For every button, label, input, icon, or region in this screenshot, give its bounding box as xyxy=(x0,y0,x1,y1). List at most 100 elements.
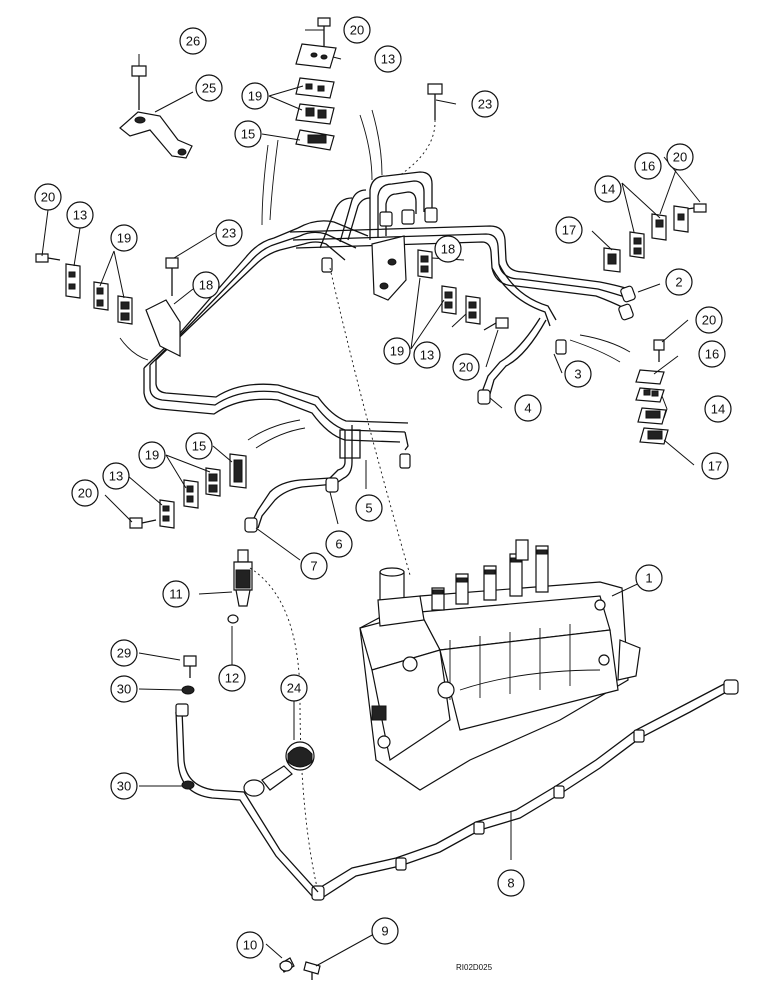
svg-text:1: 1 xyxy=(645,571,652,586)
callout-19: 19 xyxy=(110,224,138,252)
svg-text:23: 23 xyxy=(478,97,492,112)
callout-30: 30 xyxy=(110,675,138,703)
svg-text:18: 18 xyxy=(441,242,455,257)
svg-text:7: 7 xyxy=(310,559,317,574)
clamps-top xyxy=(119,17,443,301)
svg-text:6: 6 xyxy=(335,537,342,552)
svg-text:19: 19 xyxy=(390,344,404,359)
svg-text:30: 30 xyxy=(117,779,131,794)
callout-14: 14 xyxy=(704,395,732,423)
callout-23: 23 xyxy=(471,90,499,118)
injection-lines xyxy=(119,109,636,533)
svg-text:20: 20 xyxy=(78,486,92,501)
callout-19: 19 xyxy=(241,82,269,110)
callout-9: 9 xyxy=(371,917,399,945)
callout-25: 25 xyxy=(195,74,223,102)
callout-13: 13 xyxy=(374,45,402,73)
callout-4: 4 xyxy=(514,394,542,422)
callout-20: 20 xyxy=(695,306,723,334)
svg-text:19: 19 xyxy=(248,89,262,104)
leader-lines xyxy=(41,29,701,967)
callout-10: 10 xyxy=(236,931,264,959)
svg-text:17: 17 xyxy=(708,459,722,474)
svg-text:16: 16 xyxy=(705,347,719,362)
callout-24: 24 xyxy=(280,674,308,702)
callout-3: 3 xyxy=(564,360,592,388)
svg-text:16: 16 xyxy=(641,159,655,174)
callout-11: 11 xyxy=(162,580,190,608)
svg-text:24: 24 xyxy=(287,681,301,696)
svg-text:30: 30 xyxy=(117,682,131,697)
callouts: 26 25 20 13 19 15 23 20 13 19 23 18 16 2… xyxy=(34,16,732,959)
svg-text:5: 5 xyxy=(365,501,372,516)
callout-6: 6 xyxy=(325,530,353,558)
svg-text:23: 23 xyxy=(222,226,236,241)
svg-text:20: 20 xyxy=(459,360,473,375)
return-lines xyxy=(175,655,739,980)
callout-20: 20 xyxy=(34,183,62,211)
svg-text:25: 25 xyxy=(202,81,216,96)
callout-20: 20 xyxy=(343,16,371,44)
svg-text:4: 4 xyxy=(524,401,531,416)
clamps-right xyxy=(417,203,707,445)
svg-text:15: 15 xyxy=(241,127,255,142)
callout-14: 14 xyxy=(594,175,622,203)
svg-text:9: 9 xyxy=(381,924,388,939)
svg-text:2: 2 xyxy=(675,275,682,290)
svg-text:13: 13 xyxy=(109,469,123,484)
clamps-left xyxy=(35,253,181,357)
callout-13: 13 xyxy=(413,341,441,369)
callout-17: 17 xyxy=(555,216,583,244)
svg-text:17: 17 xyxy=(562,223,576,238)
svg-text:3: 3 xyxy=(574,367,581,382)
svg-text:19: 19 xyxy=(145,448,159,463)
svg-text:20: 20 xyxy=(350,23,364,38)
svg-text:19: 19 xyxy=(117,231,131,246)
callout-29: 29 xyxy=(110,639,138,667)
svg-text:20: 20 xyxy=(41,190,55,205)
svg-text:18: 18 xyxy=(199,278,213,293)
callout-26: 26 xyxy=(179,27,207,55)
svg-text:20: 20 xyxy=(673,150,687,165)
callout-13: 13 xyxy=(66,201,94,229)
svg-text:11: 11 xyxy=(169,587,183,602)
callout-20: 20 xyxy=(71,479,99,507)
svg-text:8: 8 xyxy=(507,876,514,891)
drawing-id-label: RI02D025 xyxy=(456,963,493,972)
callout-30: 30 xyxy=(110,772,138,800)
svg-text:26: 26 xyxy=(186,34,200,49)
callout-13: 13 xyxy=(102,462,130,490)
injector xyxy=(227,549,321,901)
svg-text:13: 13 xyxy=(420,348,434,363)
injection-pump xyxy=(329,267,641,791)
clamps-lower xyxy=(129,453,247,529)
callout-8: 8 xyxy=(497,869,525,897)
callout-19: 19 xyxy=(383,337,411,365)
callout-16: 16 xyxy=(698,340,726,368)
callout-18: 18 xyxy=(192,271,220,299)
callout-15: 15 xyxy=(185,432,213,460)
callout-23: 23 xyxy=(215,219,243,247)
callout-20: 20 xyxy=(452,353,480,381)
callout-2: 2 xyxy=(665,268,693,296)
svg-text:13: 13 xyxy=(381,52,395,67)
svg-text:29: 29 xyxy=(117,646,131,661)
svg-text:10: 10 xyxy=(243,938,257,953)
callout-7: 7 xyxy=(300,552,328,580)
callout-17: 17 xyxy=(701,452,729,480)
callout-18: 18 xyxy=(434,235,462,263)
callout-16: 16 xyxy=(634,152,662,180)
callout-1: 1 xyxy=(635,564,663,592)
svg-text:20: 20 xyxy=(702,313,716,328)
callout-5: 5 xyxy=(355,494,383,522)
callout-12: 12 xyxy=(218,664,246,692)
svg-text:12: 12 xyxy=(225,671,239,686)
svg-text:14: 14 xyxy=(601,182,615,197)
callout-19: 19 xyxy=(138,441,166,469)
svg-text:15: 15 xyxy=(192,439,206,454)
svg-text:13: 13 xyxy=(73,208,87,223)
callout-15: 15 xyxy=(234,120,262,148)
callout-20: 20 xyxy=(666,143,694,171)
